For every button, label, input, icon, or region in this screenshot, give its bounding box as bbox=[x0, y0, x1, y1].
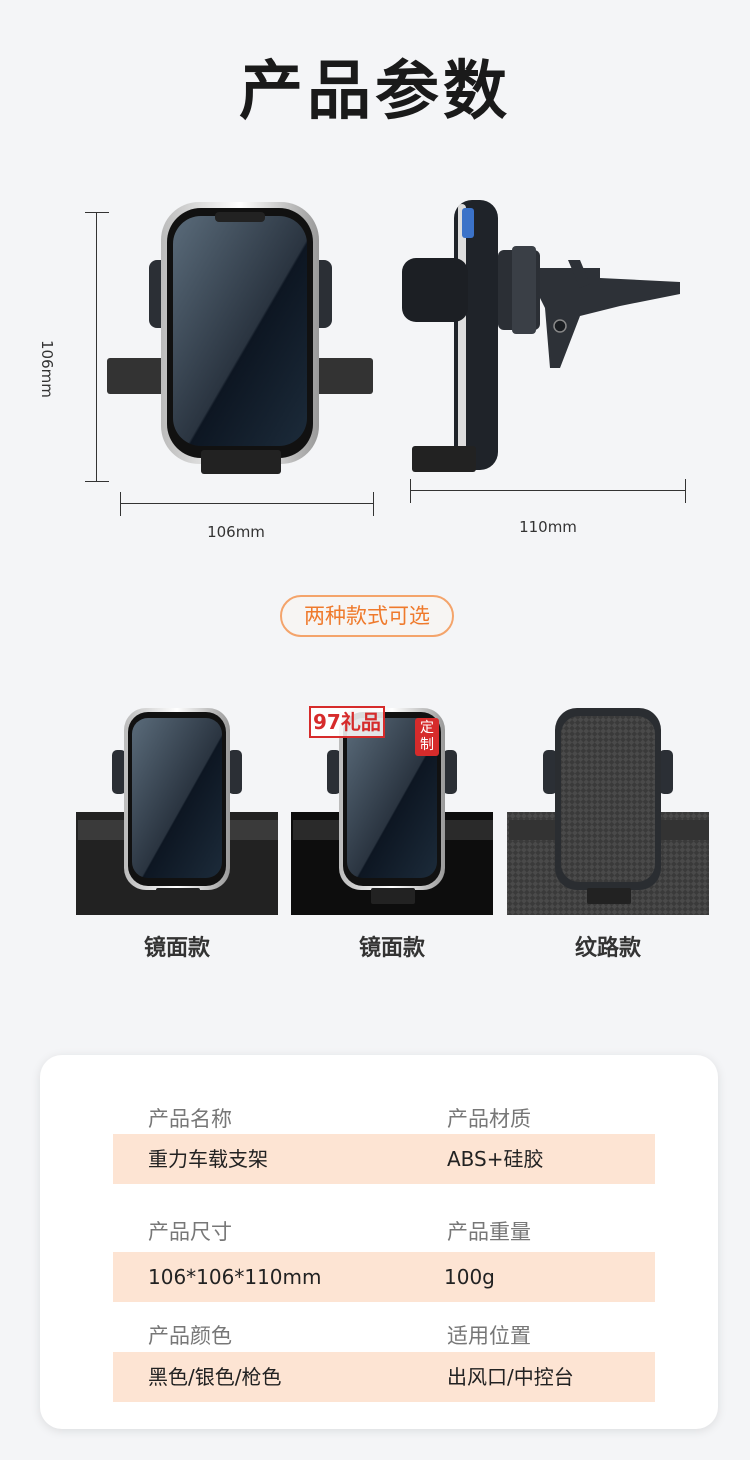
spec-head-position: 适用位置 bbox=[447, 1324, 531, 1348]
options-badge: 两种款式可选 bbox=[280, 595, 454, 637]
spec-head-size: 产品尺寸 bbox=[148, 1220, 232, 1244]
page-title: 产品参数 bbox=[239, 55, 511, 129]
spec-head-color: 产品颜色 bbox=[148, 1324, 232, 1348]
front-width-dimension-label: 106mm bbox=[207, 523, 265, 541]
spec-card: 产品名称 产品材质 重力车载支架 ABS+硅胶 产品尺寸 产品重量 106*10… bbox=[40, 1055, 718, 1429]
spec-value-material: ABS+硅胶 bbox=[447, 1147, 544, 1171]
variant-mirror-image bbox=[76, 708, 278, 915]
side-view-holder-image bbox=[402, 200, 680, 472]
variant-carbon-texture-image bbox=[507, 708, 709, 915]
spec-value-position: 出风口/中控台 bbox=[447, 1365, 574, 1389]
side-depth-dimension-label: 110mm bbox=[519, 518, 577, 536]
height-dimension-line bbox=[85, 212, 109, 482]
spec-row-1: 重力车载支架 ABS+硅胶 bbox=[113, 1134, 655, 1184]
side-depth-dimension-line bbox=[410, 479, 686, 503]
brand-watermark-logo: 97礼品 定制 bbox=[309, 706, 439, 756]
watermark-tag: 定制 bbox=[415, 718, 439, 756]
spec-head-name: 产品名称 bbox=[148, 1107, 232, 1131]
spec-value-size: 106*106*110mm bbox=[148, 1265, 322, 1289]
spec-head-weight: 产品重量 bbox=[447, 1220, 531, 1244]
spec-value-color: 黑色/银色/枪色 bbox=[148, 1365, 282, 1389]
variant-label-3: 纹路款 bbox=[574, 936, 641, 961]
front-view-holder-image bbox=[107, 202, 373, 474]
height-dimension-label: 106mm bbox=[38, 340, 56, 398]
front-width-dimension-line bbox=[120, 492, 374, 516]
spec-row-2: 106*106*110mm 100g bbox=[113, 1252, 655, 1302]
variant-label-2: 镜面款 bbox=[358, 936, 425, 961]
spec-value-weight: 100g bbox=[444, 1265, 495, 1289]
spec-head-material: 产品材质 bbox=[447, 1107, 531, 1131]
spec-row-3: 黑色/银色/枪色 出风口/中控台 bbox=[113, 1352, 655, 1402]
watermark-brand: 97礼品 bbox=[309, 706, 385, 738]
variant-label-1: 镜面款 bbox=[143, 936, 210, 961]
spec-value-name: 重力车载支架 bbox=[148, 1147, 268, 1171]
